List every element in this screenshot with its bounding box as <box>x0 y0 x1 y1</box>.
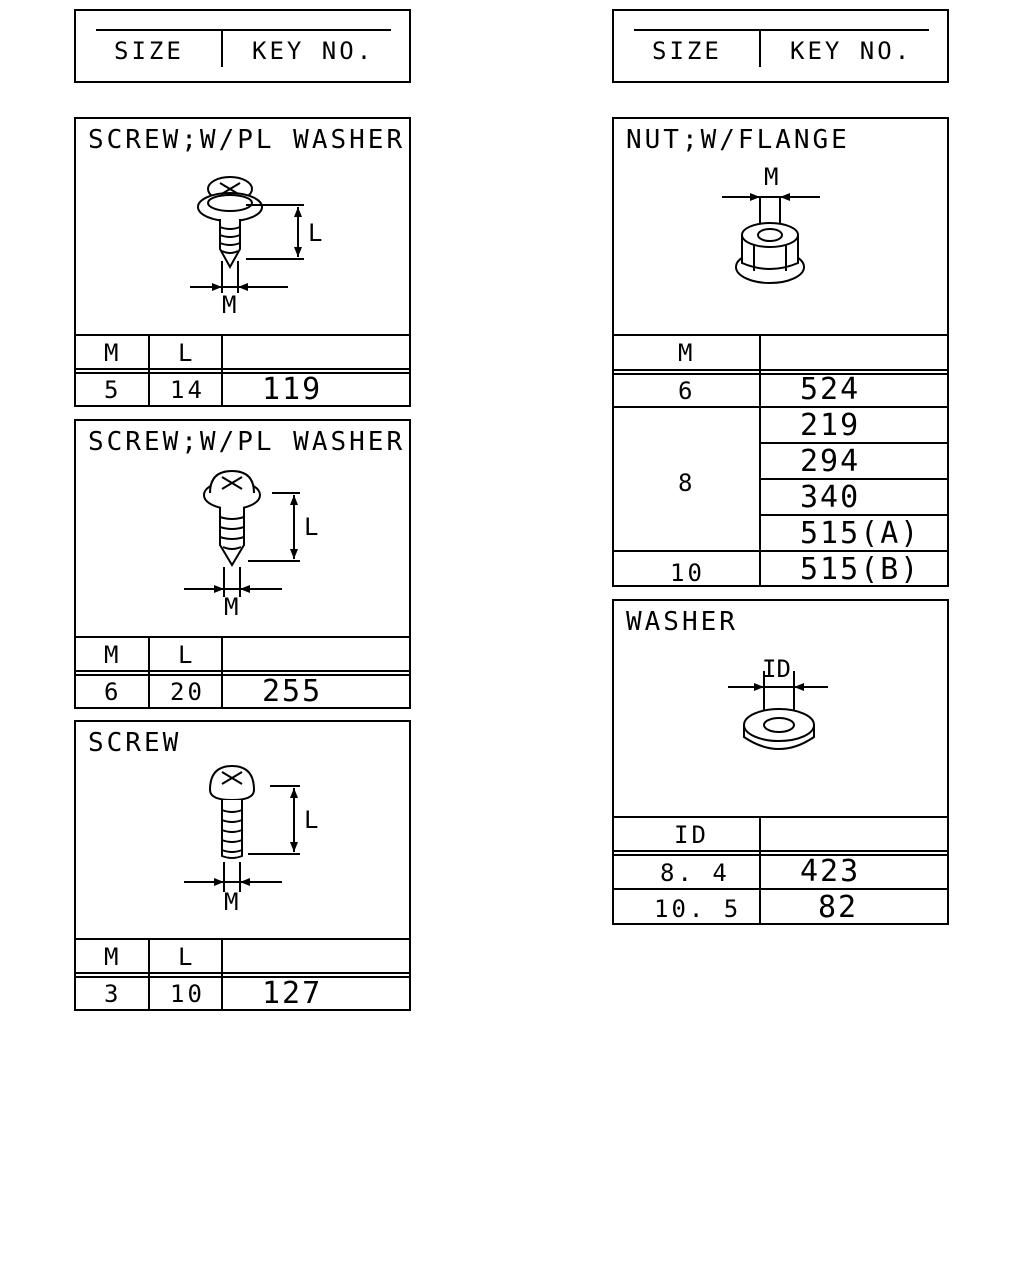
key-number: 219 <box>800 408 861 443</box>
cell-l: 20 <box>170 678 205 706</box>
nut-flange-panel: NUT;W/FLANGE M M 6 524 8 219 294 340 515… <box>612 117 949 587</box>
cell-m: 3 <box>104 980 122 1008</box>
cell-m: 8 <box>678 469 696 497</box>
col-header-l: L <box>178 943 196 971</box>
key-number: 294 <box>800 444 861 479</box>
dim-m-label: M <box>224 593 238 621</box>
screw-washer-panel-1: SCREW;W/PL WASHER L M M L 5 14 119 <box>74 117 411 407</box>
key-number: 515(B) <box>800 552 921 587</box>
key-number: 127 <box>262 976 323 1011</box>
key-number: 119 <box>262 372 323 407</box>
cell-l: 10 <box>170 980 205 1008</box>
cell-m: 5 <box>104 376 122 404</box>
dim-m-label: M <box>764 163 778 191</box>
part-title: SCREW;W/PL WASHER <box>88 427 406 457</box>
flange-nut-icon: M <box>722 163 820 284</box>
legend-size-label: SIZE <box>652 37 722 65</box>
col-header-m: M <box>104 943 122 971</box>
screw-icon: L M <box>184 764 318 916</box>
key-number: 524 <box>800 372 861 407</box>
legend-left: SIZE KEY NO. <box>74 9 411 83</box>
dim-m-label: M <box>222 291 236 319</box>
key-number: 515(A) <box>800 516 921 551</box>
col-header-l: L <box>178 339 196 367</box>
screw-washer-icon: L M <box>184 469 318 621</box>
cell-m: 6 <box>104 678 122 706</box>
key-number: 340 <box>800 480 861 515</box>
col-header-m: M <box>104 641 122 669</box>
dim-l-label: L <box>304 806 318 834</box>
part-title: SCREW <box>88 728 182 758</box>
col-header-m: M <box>104 339 122 367</box>
screw-washer-panel-2: SCREW;W/PL WASHER L M M L 6 20 255 <box>74 419 411 709</box>
col-header-m: M <box>678 339 696 367</box>
washer-icon: ID <box>728 655 828 750</box>
dim-l-label: L <box>308 219 322 247</box>
key-number: 255 <box>262 674 323 709</box>
screw-washer-icon: L M <box>190 176 322 319</box>
dim-m-label: M <box>224 888 238 916</box>
col-header-id: ID <box>674 821 709 849</box>
screw-panel: SCREW L M M L 3 10 127 <box>74 720 411 1011</box>
cell-m: 10 <box>670 559 705 587</box>
legend-key-label: KEY NO. <box>252 37 375 65</box>
part-title: WASHER <box>626 607 738 637</box>
washer-panel: WASHER ID ID 8. 4 423 10. 5 82 <box>612 599 949 925</box>
cell-m: 6 <box>678 377 696 405</box>
legend-size-label: SIZE <box>114 37 184 65</box>
legend-right: SIZE KEY NO. <box>612 9 949 83</box>
dim-l-label: L <box>304 513 318 541</box>
dim-id-label: ID <box>762 655 791 683</box>
key-number: 423 <box>800 854 861 889</box>
cell-id: 10. 5 <box>654 895 742 923</box>
part-title: NUT;W/FLANGE <box>626 125 850 155</box>
part-title: SCREW;W/PL WASHER <box>88 125 406 155</box>
cell-id: 8. 4 <box>660 859 730 887</box>
legend-key-label: KEY NO. <box>790 37 913 65</box>
key-number: 82 <box>818 890 859 925</box>
col-header-l: L <box>178 641 196 669</box>
cell-l: 14 <box>170 376 205 404</box>
